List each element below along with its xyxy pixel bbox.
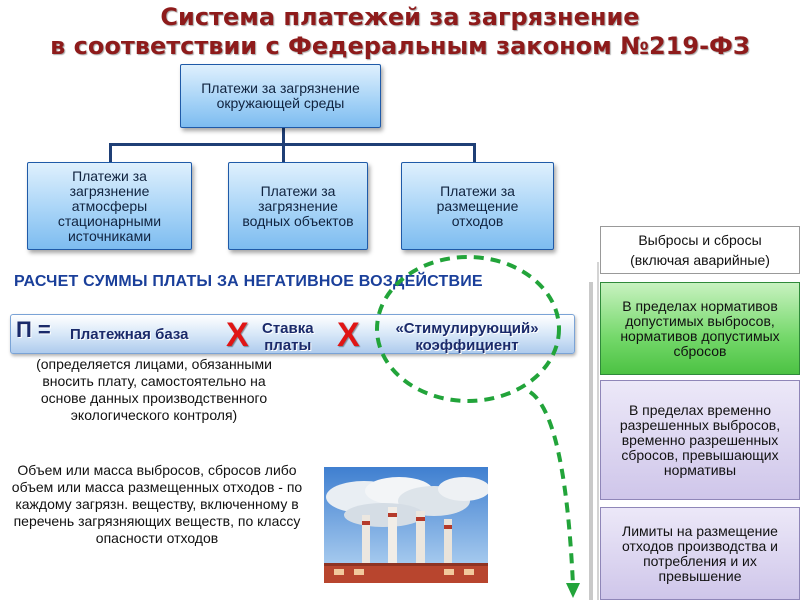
tree-child-label-3: Платежи за размещение отходов bbox=[436, 182, 519, 229]
factory-chimneys-illustration bbox=[324, 467, 488, 583]
tree-child-label-1: Платежи за загрязнение атмосферы стацион… bbox=[57, 167, 162, 244]
formula-rate: Ставка платы bbox=[262, 320, 314, 354]
emissions-header-box: Выбросы и сбросы (включая аварийные) bbox=[600, 226, 800, 274]
within-norms-label: В пределах нормативов допустимых выбросо… bbox=[620, 297, 780, 359]
formula-rate-line-1: Ставка bbox=[262, 320, 314, 337]
calculation-heading: РАСЧЕТ СУММЫ ПЛАТЫ ЗА НЕГАТИВНОЕ ВОЗДЕЙС… bbox=[14, 273, 483, 290]
multiply-sign-2: Х bbox=[337, 316, 360, 354]
base-note: (определяется лицами, обязанными вносить… bbox=[36, 356, 272, 423]
coefficient-dashed-arrow bbox=[528, 390, 575, 586]
formula-rate-line-2: платы bbox=[264, 337, 312, 354]
tree-child-box-1: Платежи за загрязнение атмосферы стацион… bbox=[27, 162, 192, 250]
formula-base: Платежная база bbox=[70, 326, 189, 343]
within-norms-box: В пределах нормативов допустимых выбросо… bbox=[600, 282, 800, 375]
tree-child-box-3: Платежи за размещение отходов bbox=[401, 162, 554, 250]
tree-child-label-2: Платежи за загрязнение водных объектов bbox=[242, 182, 354, 229]
temporary-permits-label: В пределах временно разрешенных выбросов… bbox=[619, 401, 781, 478]
formula-coefficient-line-1: «Стимулирующий» bbox=[395, 320, 539, 337]
tree-child-box-2: Платежи за загрязнение водных объектов bbox=[228, 162, 368, 250]
tree-connector-horizontal bbox=[109, 143, 476, 146]
multiply-sign-1: Х bbox=[226, 316, 249, 354]
title-line-1: Система платежей за загрязнение bbox=[160, 3, 640, 31]
tree-connector-child-2 bbox=[282, 143, 285, 162]
tree-root-box: Платежи за загрязнение окружающей среды bbox=[180, 64, 381, 128]
tree-connector-child-3 bbox=[473, 143, 476, 162]
emissions-header-label: Выбросы и сбросы (включая аварийные) bbox=[630, 232, 770, 268]
formula-coefficient-line-2: коэффициент bbox=[415, 337, 519, 354]
title-line-2: в соответствии с Федеральным законом №21… bbox=[50, 32, 750, 60]
temporary-permits-box: В пределах временно разрешенных выбросов… bbox=[600, 380, 800, 500]
right-panel-divider bbox=[589, 282, 593, 600]
tree-root-label: Платежи за загрязнение окружающей среды bbox=[201, 80, 360, 111]
formula-coefficient: «Стимулирующий» коэффициент bbox=[378, 320, 556, 354]
formula-lhs: П = bbox=[16, 317, 51, 342]
volume-note: Объем или масса выбросов, сбросов либо о… bbox=[11, 462, 303, 546]
arrow-head-icon bbox=[566, 583, 580, 598]
tree-connector-root-down bbox=[282, 126, 285, 144]
waste-limits-label: Лимиты на размещение отходов производств… bbox=[621, 522, 778, 584]
waste-limits-box: Лимиты на размещение отходов производств… bbox=[600, 507, 800, 600]
factory-chimneys-image bbox=[324, 467, 488, 583]
tree-connector-child-1 bbox=[109, 143, 112, 162]
